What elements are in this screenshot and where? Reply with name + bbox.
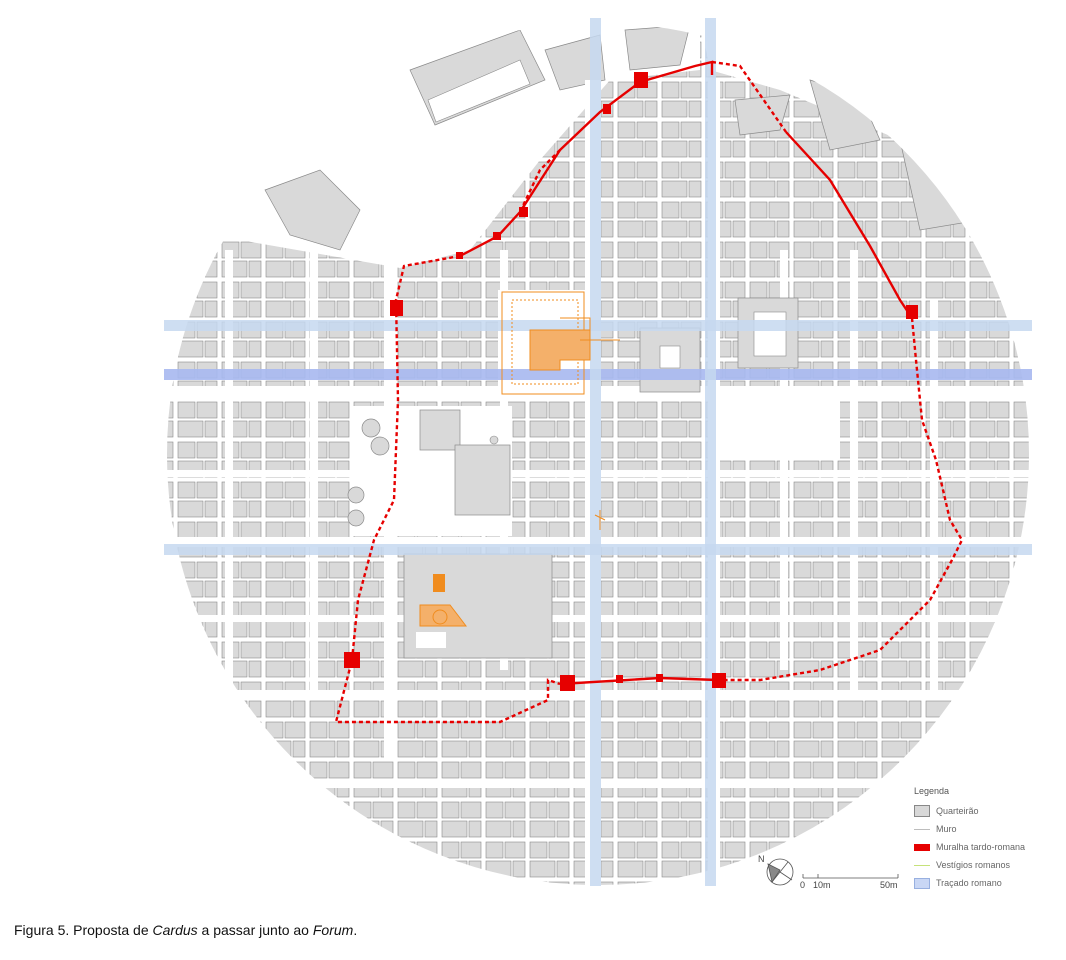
- caption-prefix: Figura 5. Proposta de: [14, 922, 153, 938]
- legend: Legenda Quarteirão Muro Muralha tardo-ro…: [914, 786, 1054, 892]
- temple-remains: [433, 574, 445, 592]
- legend-item-block: Quarteirão: [914, 802, 1054, 820]
- caption-middle: a passar junto ao: [197, 922, 313, 938]
- legend-title: Legenda: [914, 786, 950, 796]
- line-swatch-icon: [914, 828, 930, 830]
- scale-bar: [802, 874, 899, 879]
- legend-item-late-roman-wall: Muralha tardo-romana: [914, 838, 1054, 856]
- legend-label: Traçado romano: [936, 878, 1002, 888]
- north-arrow: [766, 858, 794, 886]
- legend-label: Muro: [936, 824, 957, 834]
- caption-term-cardus: Cardus: [152, 922, 198, 938]
- wall-towers: [344, 72, 918, 691]
- caption-term-forum: Forum: [312, 922, 354, 938]
- roman-remains: [419, 291, 620, 627]
- cardus-band-1: [590, 18, 601, 886]
- legend-item-wall-line: Muro: [914, 820, 1054, 838]
- legend-label: Quarteirão: [936, 806, 979, 816]
- cardus-band-2: [705, 18, 716, 886]
- north-label: N: [758, 854, 765, 864]
- figure-caption: Figura 5. Proposta de Cardus a passar ju…: [14, 922, 357, 938]
- trace-swatch-icon: [914, 877, 930, 889]
- legend-item-roman-trace: Traçado romano: [914, 874, 1054, 892]
- caption-suffix: .: [353, 922, 358, 938]
- legend-label: Vestígios romanos: [936, 860, 1011, 870]
- scale-label-10m: 10m: [813, 880, 831, 890]
- scale-label-50m: 50m: [880, 880, 898, 890]
- remains-swatch-icon: [914, 864, 930, 866]
- legend-label: Muralha tardo-romana: [936, 842, 1026, 852]
- legend-item-roman-remains: Vestígios romanos: [914, 856, 1054, 874]
- block-swatch-icon: [914, 805, 930, 817]
- city-map: N 0 10m 50m: [164, 18, 1032, 890]
- wall-swatch-icon: [914, 843, 930, 851]
- scale-label-0: 0: [800, 880, 805, 890]
- roman-trace: [164, 18, 1032, 886]
